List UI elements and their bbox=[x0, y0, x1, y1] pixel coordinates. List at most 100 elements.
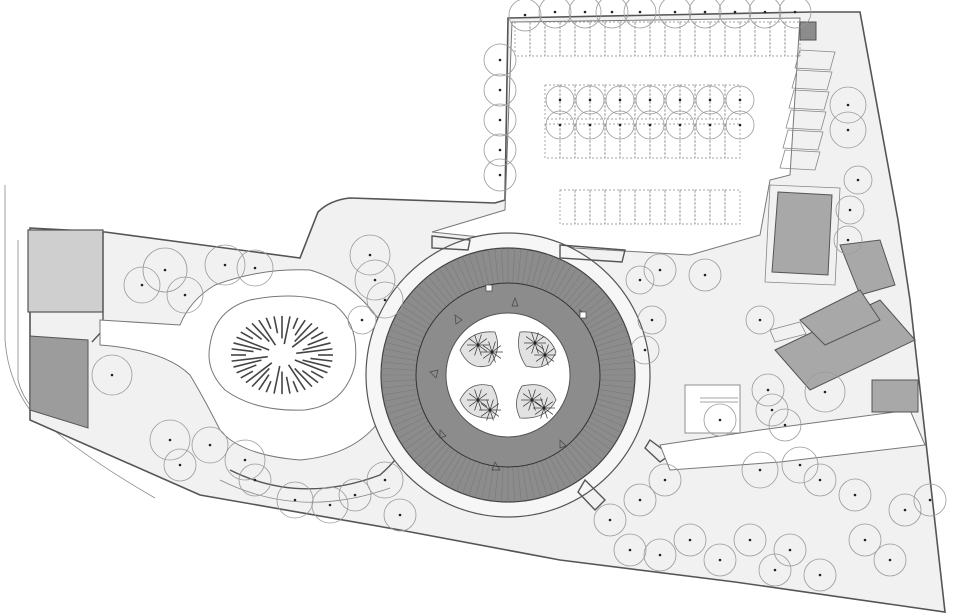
slat bbox=[301, 369, 319, 384]
tree-canopy-icon bbox=[238, 463, 272, 497]
tree-canopy-icon bbox=[623, 0, 657, 29]
tree-canopy-icon bbox=[224, 439, 266, 481]
tree-canopy-icon bbox=[758, 553, 792, 587]
roof-rib bbox=[565, 446, 589, 474]
tree-canopy-icon bbox=[643, 253, 677, 287]
slat bbox=[245, 362, 273, 384]
tree-canopy-icon bbox=[725, 110, 755, 140]
roof-rib bbox=[512, 248, 515, 284]
tree-canopy-icon bbox=[751, 373, 785, 407]
tree-canopy-icon bbox=[695, 85, 725, 115]
roof-rib bbox=[591, 323, 625, 338]
tree-canopy-icon bbox=[568, 0, 602, 29]
tree-canopy-icon bbox=[383, 498, 417, 532]
roof-rib bbox=[582, 428, 611, 450]
tree-canopy-icon bbox=[718, 0, 752, 29]
roof-rib bbox=[526, 464, 535, 500]
roof-rib bbox=[427, 276, 451, 304]
slat bbox=[294, 367, 313, 388]
tree-canopy-icon bbox=[703, 403, 737, 437]
roof-rib bbox=[462, 256, 476, 290]
roof-rib bbox=[517, 248, 522, 284]
roof-rib bbox=[413, 436, 440, 461]
roof-rib bbox=[598, 354, 634, 361]
roof-rib bbox=[381, 379, 417, 382]
roof-rib bbox=[522, 249, 529, 285]
tree-canopy-icon bbox=[648, 463, 682, 497]
slat bbox=[251, 367, 270, 388]
tree-canopy-icon bbox=[804, 371, 846, 413]
roof-rib bbox=[438, 268, 459, 299]
roof-rib bbox=[397, 420, 429, 439]
slat bbox=[292, 317, 299, 330]
tree-canopy-icon bbox=[635, 85, 665, 115]
roof-rib bbox=[381, 384, 417, 389]
roof-rib bbox=[582, 300, 611, 322]
tree-canopy-icon bbox=[123, 266, 161, 304]
roof-rib bbox=[494, 466, 499, 502]
tree-canopy-icon bbox=[888, 493, 922, 527]
tree-canopy-icon bbox=[605, 110, 635, 140]
roof-rib bbox=[599, 379, 635, 382]
roof-rib bbox=[569, 280, 594, 307]
roof-rib bbox=[382, 354, 418, 361]
roof-rib bbox=[553, 454, 572, 486]
angled-parking bbox=[779, 21, 836, 171]
roof-rib bbox=[385, 398, 420, 409]
roof-rib bbox=[517, 466, 522, 502]
slat bbox=[296, 348, 333, 355]
tree-canopy-icon bbox=[575, 110, 605, 140]
tree-canopy-icon bbox=[623, 483, 657, 517]
roof-rib bbox=[512, 466, 515, 502]
roof-rib bbox=[557, 451, 578, 482]
roof-rib bbox=[389, 407, 423, 421]
roof-rib bbox=[595, 335, 629, 347]
east-buildings bbox=[764, 184, 919, 413]
roof-rib bbox=[450, 261, 467, 294]
roof-rib bbox=[536, 462, 548, 496]
tree-canopy-icon bbox=[204, 244, 246, 286]
tree-canopy-icon bbox=[575, 85, 605, 115]
roof-rib bbox=[468, 254, 480, 288]
tree-canopy-icon bbox=[781, 446, 819, 484]
slat bbox=[292, 380, 299, 393]
tree-canopy-icon bbox=[163, 448, 197, 482]
parking-stall-icon bbox=[724, 84, 741, 120]
roof-rib bbox=[549, 456, 566, 489]
tree-canopy-icon bbox=[778, 0, 812, 29]
roof-rib bbox=[468, 462, 480, 496]
roof-rib bbox=[401, 424, 432, 445]
roof-rib bbox=[456, 258, 471, 292]
roof-rib bbox=[438, 451, 459, 482]
roof-rib bbox=[389, 329, 423, 343]
slat bbox=[258, 319, 277, 346]
roof-rib bbox=[444, 454, 463, 486]
roof-rib bbox=[444, 264, 463, 296]
roof-rib bbox=[587, 420, 619, 439]
slat bbox=[310, 331, 324, 340]
slat bbox=[245, 326, 263, 341]
palm-icon bbox=[481, 341, 503, 363]
roof-rib bbox=[474, 463, 485, 498]
tree-canopy-icon bbox=[833, 225, 863, 255]
roof-rib bbox=[598, 389, 634, 396]
slat bbox=[231, 348, 254, 353]
slat bbox=[240, 370, 254, 379]
tree-canopy-icon bbox=[835, 195, 865, 225]
roof-rib bbox=[397, 311, 429, 330]
tree-canopy-icon bbox=[545, 85, 575, 115]
roof-rib bbox=[405, 300, 434, 322]
roof-rib bbox=[474, 252, 485, 287]
roof-rib bbox=[413, 289, 440, 314]
roof-rib bbox=[417, 284, 444, 311]
roof-rib bbox=[526, 250, 535, 286]
slat bbox=[310, 370, 324, 379]
roof-rib bbox=[531, 252, 542, 287]
roof-rib bbox=[549, 261, 566, 294]
tree-canopy-icon bbox=[149, 419, 191, 461]
trees bbox=[91, 0, 947, 592]
roof-rib bbox=[382, 389, 418, 396]
tree-canopy-icon bbox=[673, 523, 707, 557]
tree-canopy-icon bbox=[236, 249, 274, 287]
slat bbox=[291, 326, 319, 348]
